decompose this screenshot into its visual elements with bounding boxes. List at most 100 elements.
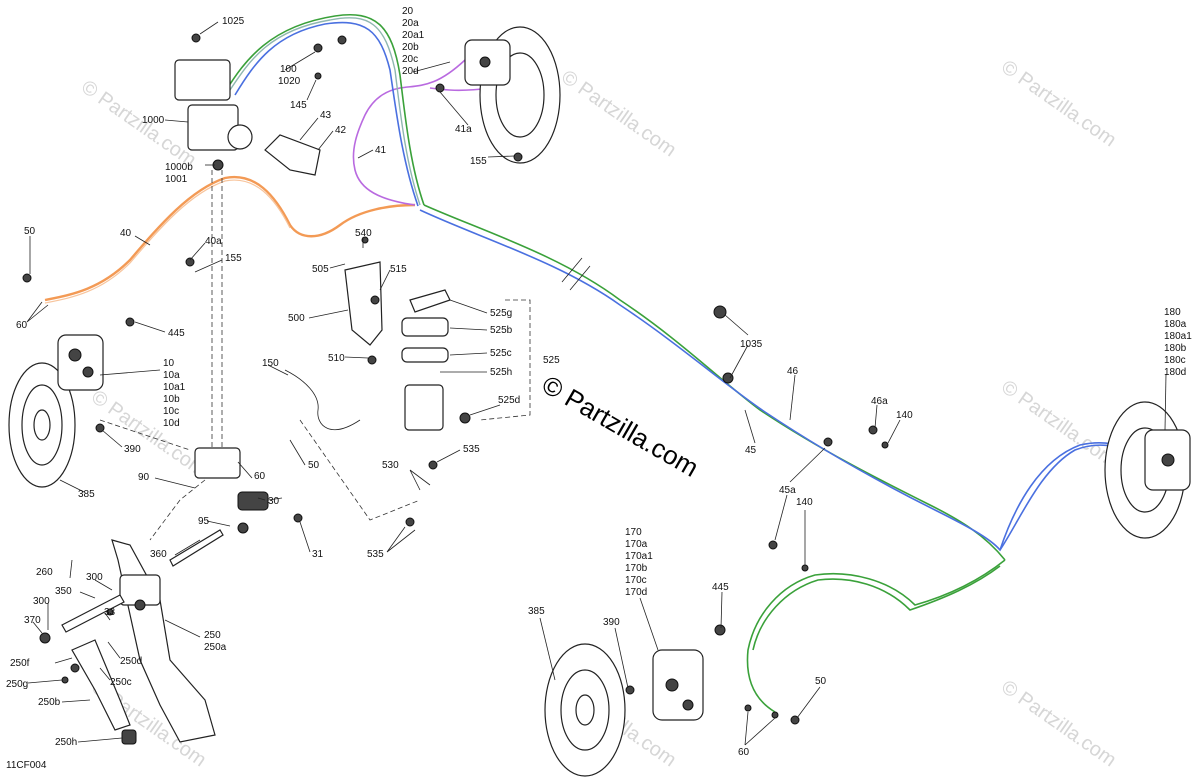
- label-45a: 45a: [779, 485, 796, 496]
- brake-pedal-250: [71, 539, 216, 745]
- label-250c: 250c: [110, 677, 132, 688]
- label-370: 370: [24, 615, 41, 626]
- label-250h: 250h: [55, 737, 77, 748]
- line-break-mark: [561, 257, 591, 291]
- label-1025: 1025: [222, 16, 245, 27]
- brake-line-40-highlight: [44, 179, 291, 304]
- label-42: 42: [335, 125, 347, 136]
- label-170a1: 170a1: [625, 551, 653, 562]
- label-1000: 1000: [142, 115, 165, 126]
- hardware: [22, 33, 889, 725]
- label-180b: 180b: [1164, 343, 1187, 354]
- shaft-360: [169, 529, 224, 567]
- label-50: 50: [308, 460, 320, 471]
- label-20a1: 20a1: [402, 30, 425, 41]
- label-1000b: 1000b: [165, 162, 193, 173]
- label-155: 155: [225, 253, 242, 264]
- watermark: © Partzilla.com: [87, 386, 210, 481]
- bracket-500: [344, 261, 383, 346]
- label-360: 360: [150, 549, 167, 560]
- label-10a1: 10a1: [163, 382, 186, 393]
- label-170a: 170a: [625, 539, 648, 550]
- label-46a: 46a: [871, 396, 888, 407]
- label-10a: 10a: [163, 370, 180, 381]
- brake-line-170-b: [752, 565, 1001, 651]
- label-525g: 525g: [490, 308, 512, 319]
- label-525c: 525c: [490, 348, 512, 359]
- label-140: 140: [896, 410, 913, 421]
- label-100: 100: [280, 64, 297, 75]
- label-60: 60: [254, 471, 266, 482]
- label-31: 31: [312, 549, 324, 560]
- label-180d: 180d: [1164, 367, 1186, 378]
- brake-line-45: [423, 204, 1006, 561]
- label-540: 540: [355, 228, 372, 239]
- assembly-lines: [99, 170, 531, 541]
- label-20: 20: [402, 6, 414, 17]
- label-180: 180: [1164, 307, 1181, 318]
- label-10d: 10d: [163, 418, 180, 429]
- label-145: 145: [290, 100, 307, 111]
- master-cylinder-30: [194, 447, 283, 511]
- brake-line-bundle: [229, 17, 421, 206]
- label-10: 10: [163, 358, 175, 369]
- label-20d: 20d: [402, 66, 419, 77]
- label-150: 150: [262, 358, 279, 369]
- brake-line-bundle-green: [224, 14, 425, 206]
- label-20c: 20c: [402, 54, 418, 65]
- watermark: © Partzilla.com: [997, 56, 1120, 151]
- label-390: 390: [603, 617, 620, 628]
- label-505: 505: [312, 264, 329, 275]
- label-390: 390: [124, 444, 141, 455]
- label-250g: 250g: [6, 679, 28, 690]
- label-10b: 10b: [163, 394, 180, 405]
- label-60: 60: [16, 320, 28, 331]
- brake-line-40: [44, 175, 416, 302]
- label-60: 60: [738, 747, 750, 758]
- label-180a1: 180a1: [1164, 331, 1192, 342]
- label-140: 140: [796, 497, 813, 508]
- label-515: 515: [390, 264, 407, 275]
- label-445: 445: [168, 328, 185, 339]
- label-250f: 250f: [10, 658, 30, 669]
- shaft-350: [61, 594, 125, 633]
- label-40: 40: [120, 228, 132, 239]
- brake-disc-385-front-left: [8, 362, 76, 488]
- label-180c: 180c: [1164, 355, 1186, 366]
- brake-line-170: [746, 559, 1006, 713]
- brake-line-bundle-blue: [234, 21, 419, 207]
- label-530: 530: [382, 460, 399, 471]
- label-250: 250: [204, 630, 221, 641]
- brake-line-46: [419, 209, 1166, 552]
- bracket-42: [264, 134, 321, 176]
- label-95: 95: [198, 516, 210, 527]
- label-41a: 41a: [455, 124, 472, 135]
- sensor-wire-150: [284, 369, 361, 431]
- label-45: 45: [745, 445, 757, 456]
- label-170d: 170d: [625, 587, 647, 598]
- label-1001: 1001: [165, 174, 188, 185]
- watermark: © Partzilla.com: [997, 676, 1120, 771]
- brake-line-41: [352, 59, 466, 206]
- label-300: 300: [33, 596, 50, 607]
- label-525h: 525h: [490, 367, 512, 378]
- label-170: 170: [625, 527, 642, 538]
- label-535: 535: [463, 444, 480, 455]
- label-260: 260: [36, 567, 53, 578]
- label-50: 50: [24, 226, 36, 237]
- label-50: 50: [815, 676, 827, 687]
- brake-disc-385-rear: [544, 643, 626, 777]
- brake-lines: [44, 14, 1166, 713]
- label-30: 30: [268, 496, 280, 507]
- label-41: 41: [375, 145, 387, 156]
- reservoir-525: [401, 289, 451, 431]
- label-170c: 170c: [625, 575, 647, 586]
- label-20b: 20b: [402, 42, 419, 53]
- leader-lines: [26, 21, 1167, 746]
- label-445: 445: [712, 582, 729, 593]
- label-180a: 180a: [1164, 319, 1187, 330]
- label-10c: 10c: [163, 406, 179, 417]
- label-43: 43: [320, 110, 332, 121]
- label-20a: 20a: [402, 18, 419, 29]
